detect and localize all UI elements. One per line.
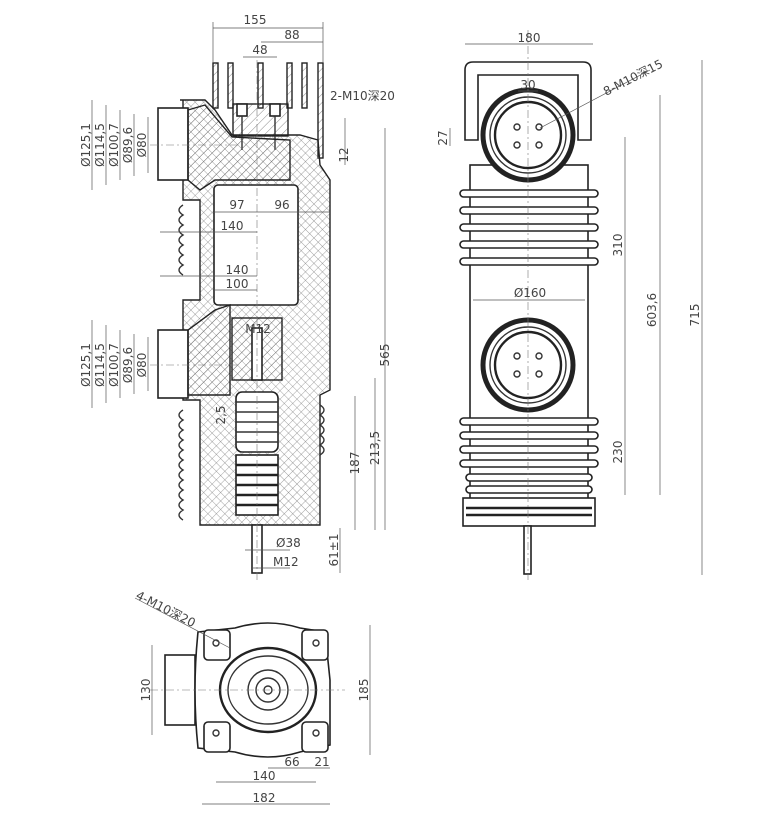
dim-185: 185 <box>357 679 371 702</box>
thread-m12-top: M12 <box>245 322 271 336</box>
dim-d114-lower: Ø114,5 <box>93 343 107 387</box>
side-section-view: 155 88 48 2-M10深20 Ø125,1 Ø114,5 Ø100,7 … <box>79 13 395 580</box>
vacuum-interrupter <box>213 184 299 306</box>
dim-48: 48 <box>252 43 267 57</box>
dim-d160: Ø160 <box>514 286 546 300</box>
dim-187: 187 <box>348 452 362 475</box>
dim-213-5: 213,5 <box>368 431 382 465</box>
dim-130: 130 <box>139 679 153 702</box>
side-sheds <box>178 204 325 521</box>
dim-715: 715 <box>688 304 702 327</box>
upper-diameter-labels: Ø125,1 Ø114,5 Ø100,7 Ø89,6 Ø80 <box>79 123 149 167</box>
front-base <box>462 497 596 527</box>
dim-565: 565 <box>378 344 392 367</box>
lower-terminal <box>480 317 576 413</box>
dim-155: 155 <box>244 13 267 27</box>
side-dimension-lines <box>91 22 386 573</box>
front-rod <box>523 525 532 575</box>
dim-21: 21 <box>314 755 329 769</box>
front-sheds-upper <box>459 189 599 266</box>
dim-12: 12 <box>337 147 351 162</box>
upper-terminal <box>480 87 576 183</box>
dim-d80-upper: Ø80 <box>135 133 149 158</box>
dim-100: 100 <box>226 277 249 291</box>
front-view: 180 30 27 8-M10深15 310 603,6 715 Ø160 23… <box>436 30 703 580</box>
dim-d125-upper: Ø125,1 <box>79 123 93 167</box>
lower-bushing <box>157 329 189 399</box>
dim-180: 180 <box>518 31 541 45</box>
dim-d125-lower: Ø125,1 <box>79 343 93 387</box>
dim-d38: Ø38 <box>276 536 301 550</box>
dim-88: 88 <box>284 28 299 42</box>
lower-diameter-labels: Ø125,1 Ø114,5 Ø100,7 Ø89,6 Ø80 <box>79 343 149 387</box>
operating-rod <box>251 524 263 574</box>
upper-bushing <box>157 107 189 181</box>
dim-d80-lower: Ø80 <box>135 353 149 378</box>
dim-27: 27 <box>436 130 450 145</box>
dim-d100-upper: Ø100,7 <box>107 123 121 167</box>
top-terminal-fins <box>212 62 324 159</box>
dim-66: 66 <box>284 755 299 769</box>
front-dimension-lines <box>449 43 703 575</box>
dim-140-bottom: 140 <box>253 769 276 783</box>
dim-230: 230 <box>611 441 625 464</box>
dim-140-lower: 140 <box>226 263 249 277</box>
dim-d89-upper: Ø89,6 <box>121 127 135 163</box>
dim-61: 61±1 <box>327 534 341 567</box>
thread-m12-bottom: M12 <box>273 555 299 569</box>
dim-d100-lower: Ø100,7 <box>107 343 121 387</box>
bolt-note-8-m10: 8-M10深15 <box>601 57 665 99</box>
dim-140-upper: 140 <box>221 219 244 233</box>
top-bracket <box>464 61 592 141</box>
front-sheds-lower <box>459 417 599 494</box>
dim-603-6: 603,6 <box>645 293 659 327</box>
dim-310: 310 <box>611 234 625 257</box>
bolt-note-2-m10: 2-M10深20 <box>330 89 395 103</box>
dim-d114-upper: Ø114,5 <box>93 123 107 167</box>
dim-97: 97 <box>229 198 244 212</box>
bottom-dimension-lines <box>134 597 371 805</box>
dim-30: 30 <box>520 78 535 92</box>
dim-96: 96 <box>274 198 289 212</box>
dim-d89-lower: Ø89,6 <box>121 347 135 383</box>
bottom-view: 4-M10深20 130 185 66 21 140 182 <box>134 588 371 805</box>
bolt-note-4-m10: 4-M10深20 <box>134 588 198 630</box>
dim-2-5: 2,5 <box>214 405 228 424</box>
dim-182: 182 <box>253 791 276 805</box>
